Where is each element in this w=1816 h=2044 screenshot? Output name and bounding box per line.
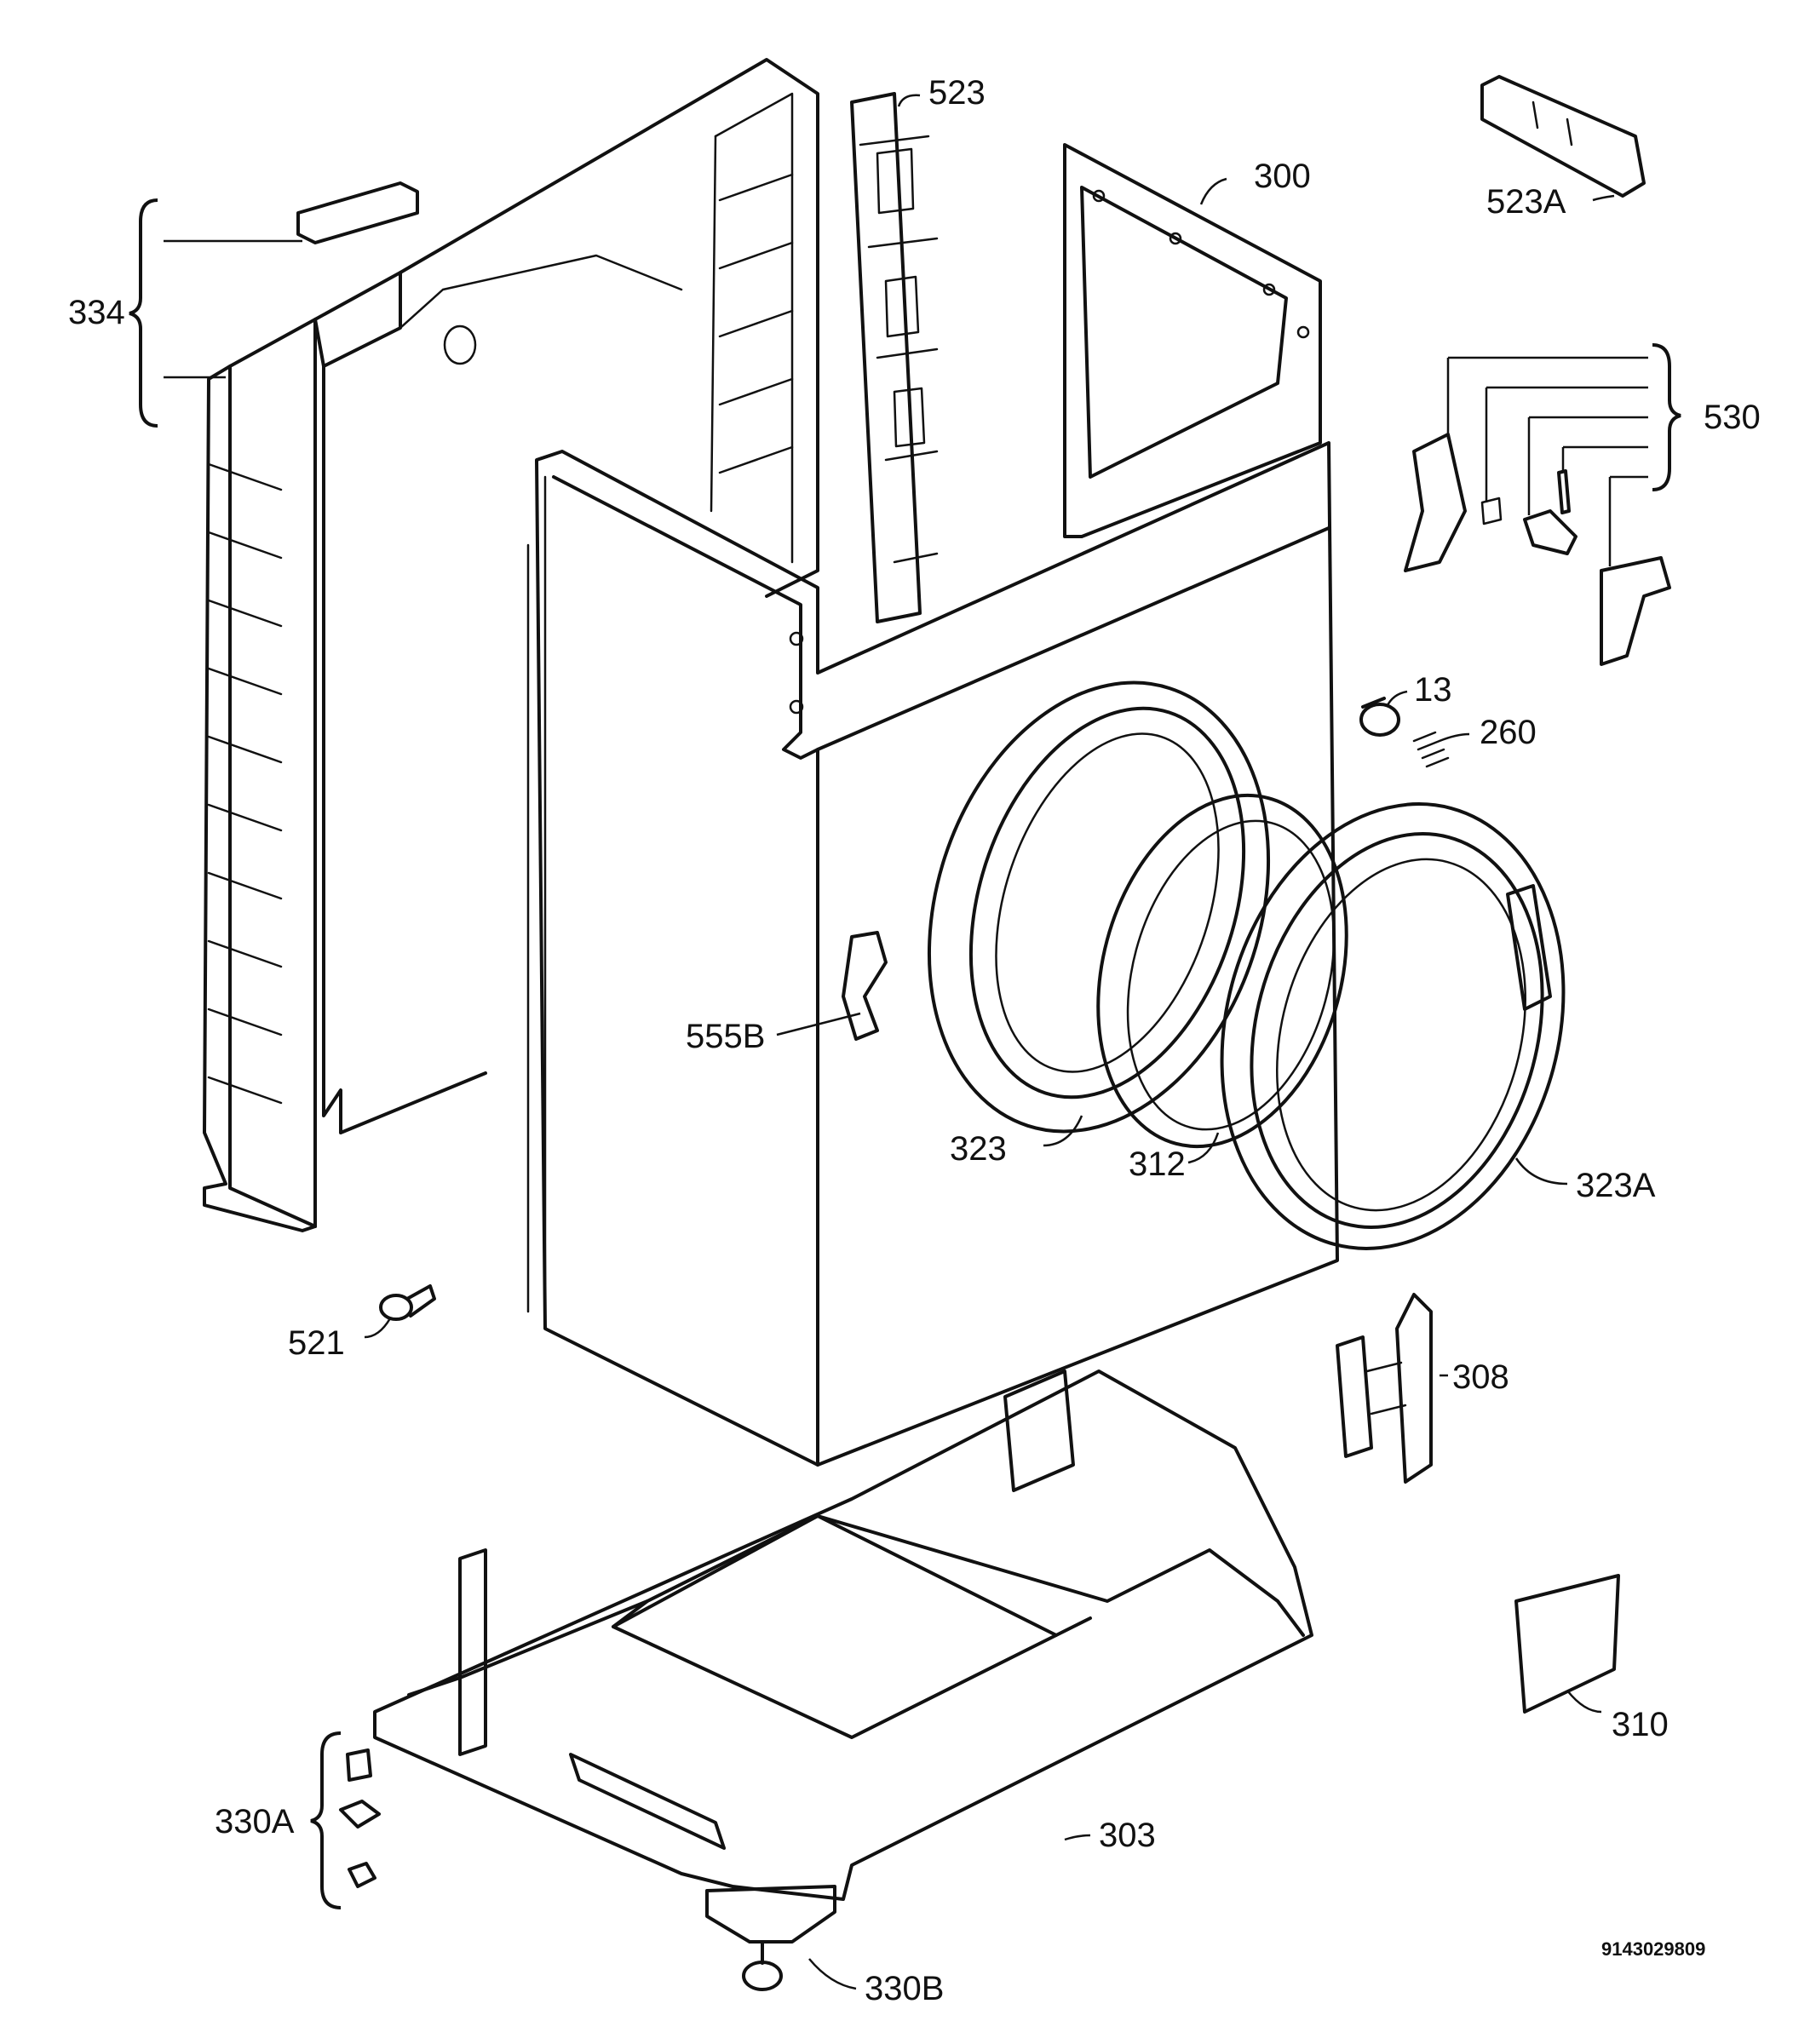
part-labels: 523 300 523A 334 530 13 260 555B 323 312… bbox=[68, 74, 1761, 2007]
label-523A: 523A bbox=[1486, 183, 1566, 221]
bracket-334 bbox=[129, 198, 158, 428]
door-assembly bbox=[927, 680, 1566, 1250]
label-523: 523 bbox=[928, 74, 986, 112]
cabinet-body bbox=[526, 441, 1339, 1467]
label-303: 303 bbox=[1099, 1817, 1156, 1854]
label-308: 308 bbox=[1452, 1358, 1509, 1396]
label-300: 300 bbox=[1254, 158, 1311, 195]
part-308-hinge bbox=[1336, 1293, 1433, 1484]
part-334-side-panel bbox=[203, 58, 819, 1232]
part-300-front-frame bbox=[1063, 143, 1322, 538]
bracket-330A bbox=[310, 1731, 342, 1909]
part-330A-screws bbox=[339, 1748, 381, 1888]
part-13-bushing bbox=[1359, 697, 1400, 737]
label-330B: 330B bbox=[865, 1970, 944, 2007]
label-312: 312 bbox=[1129, 1145, 1186, 1183]
drawing-number: 9143029809 bbox=[1601, 1938, 1705, 1960]
part-310-cover bbox=[1514, 1574, 1620, 1714]
part-530-lock-parts bbox=[1404, 433, 1671, 666]
label-323A: 323A bbox=[1576, 1167, 1656, 1204]
leader-lines bbox=[164, 94, 1648, 1990]
part-260-spring bbox=[1412, 731, 1450, 768]
part-330B-foot bbox=[705, 1885, 836, 1991]
part-523-rail bbox=[850, 92, 939, 623]
label-260: 260 bbox=[1480, 714, 1537, 751]
part-523A-clip bbox=[1480, 75, 1646, 198]
label-521: 521 bbox=[288, 1324, 345, 1362]
bracket-530 bbox=[1652, 343, 1681, 491]
label-13: 13 bbox=[1414, 671, 1452, 709]
label-555B: 555B bbox=[686, 1018, 765, 1055]
label-323: 323 bbox=[950, 1130, 1007, 1168]
label-530: 530 bbox=[1704, 399, 1761, 436]
part-303-base bbox=[373, 1369, 1313, 1901]
label-330A: 330A bbox=[215, 1803, 295, 1840]
label-310: 310 bbox=[1612, 1706, 1669, 1743]
label-334: 334 bbox=[68, 294, 125, 331]
part-521-screw bbox=[379, 1284, 436, 1321]
